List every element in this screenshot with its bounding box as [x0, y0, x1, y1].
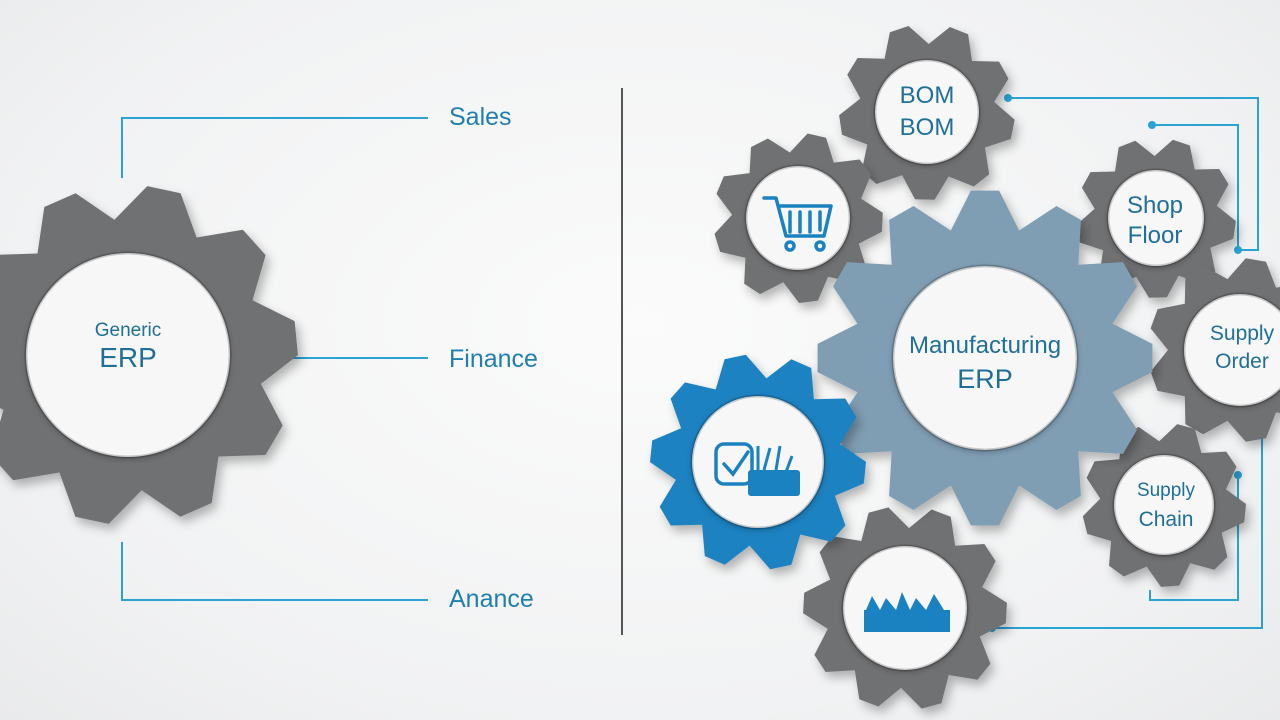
generic-erp-gear — [0, 186, 298, 524]
generic-erp-line1: Generic — [94, 320, 162, 341]
shop-floor-text: Shop Floor — [1105, 192, 1205, 249]
sales-label: Sales — [449, 103, 512, 131]
shop-floor-line2: Floor — [1127, 221, 1183, 249]
supply-order-line1: Supply — [1209, 322, 1275, 345]
left-connectors — [121, 117, 428, 601]
third-connector — [121, 542, 428, 601]
supply-order-gear — [1150, 258, 1280, 442]
manufacturing-erp-line2: ERP — [957, 363, 1013, 394]
supply-chain-gear-hub — [1112, 453, 1216, 557]
supply-order-line2: Order — [1215, 350, 1269, 374]
cart-gear-hub — [744, 164, 852, 272]
factory-line-icon — [864, 592, 950, 632]
shop-floor-line1: Shop — [1126, 192, 1184, 219]
supply-chain-line2: Chain — [1138, 507, 1194, 531]
third-label: Anance — [449, 585, 534, 613]
supply-chain-gear — [1082, 424, 1246, 587]
bom-gear-hub — [873, 58, 981, 166]
bom-gear — [839, 26, 1015, 200]
bom-text: BOM BOM — [877, 82, 977, 141]
shopping-cart-icon — [762, 196, 833, 252]
supply-connector — [1149, 475, 1239, 601]
finance-label: Finance — [449, 345, 538, 373]
supply-order-gear-hub — [1182, 292, 1280, 408]
sales-connector — [121, 117, 428, 178]
manufacturing-erp-gear-hub — [891, 264, 1079, 452]
generic-erp-line2: ERP — [99, 341, 157, 373]
manufacturing-erp-gear — [817, 190, 1153, 526]
generic-erp-gear-hub — [24, 251, 232, 459]
generic-erp-text: Generic ERP — [63, 320, 193, 374]
bom-line1: BOM — [899, 82, 955, 109]
supply-chain-text: Supply Chain — [1116, 480, 1216, 532]
supply-order-text: Supply Order — [1192, 322, 1280, 374]
manufacturing-erp-text: Manufacturing ERP — [885, 332, 1085, 395]
shop-floor-gear-hub — [1106, 168, 1206, 268]
bom-line2: BOM — [899, 113, 955, 141]
bom-connector — [1008, 97, 1259, 251]
manufacturing-erp-line1: Manufacturing — [908, 332, 1062, 359]
shop-connector — [1152, 124, 1239, 250]
supply-chain-line1: Supply — [1136, 480, 1196, 501]
shop-floor-gear — [1076, 139, 1236, 298]
quality-check-icon — [714, 442, 800, 496]
